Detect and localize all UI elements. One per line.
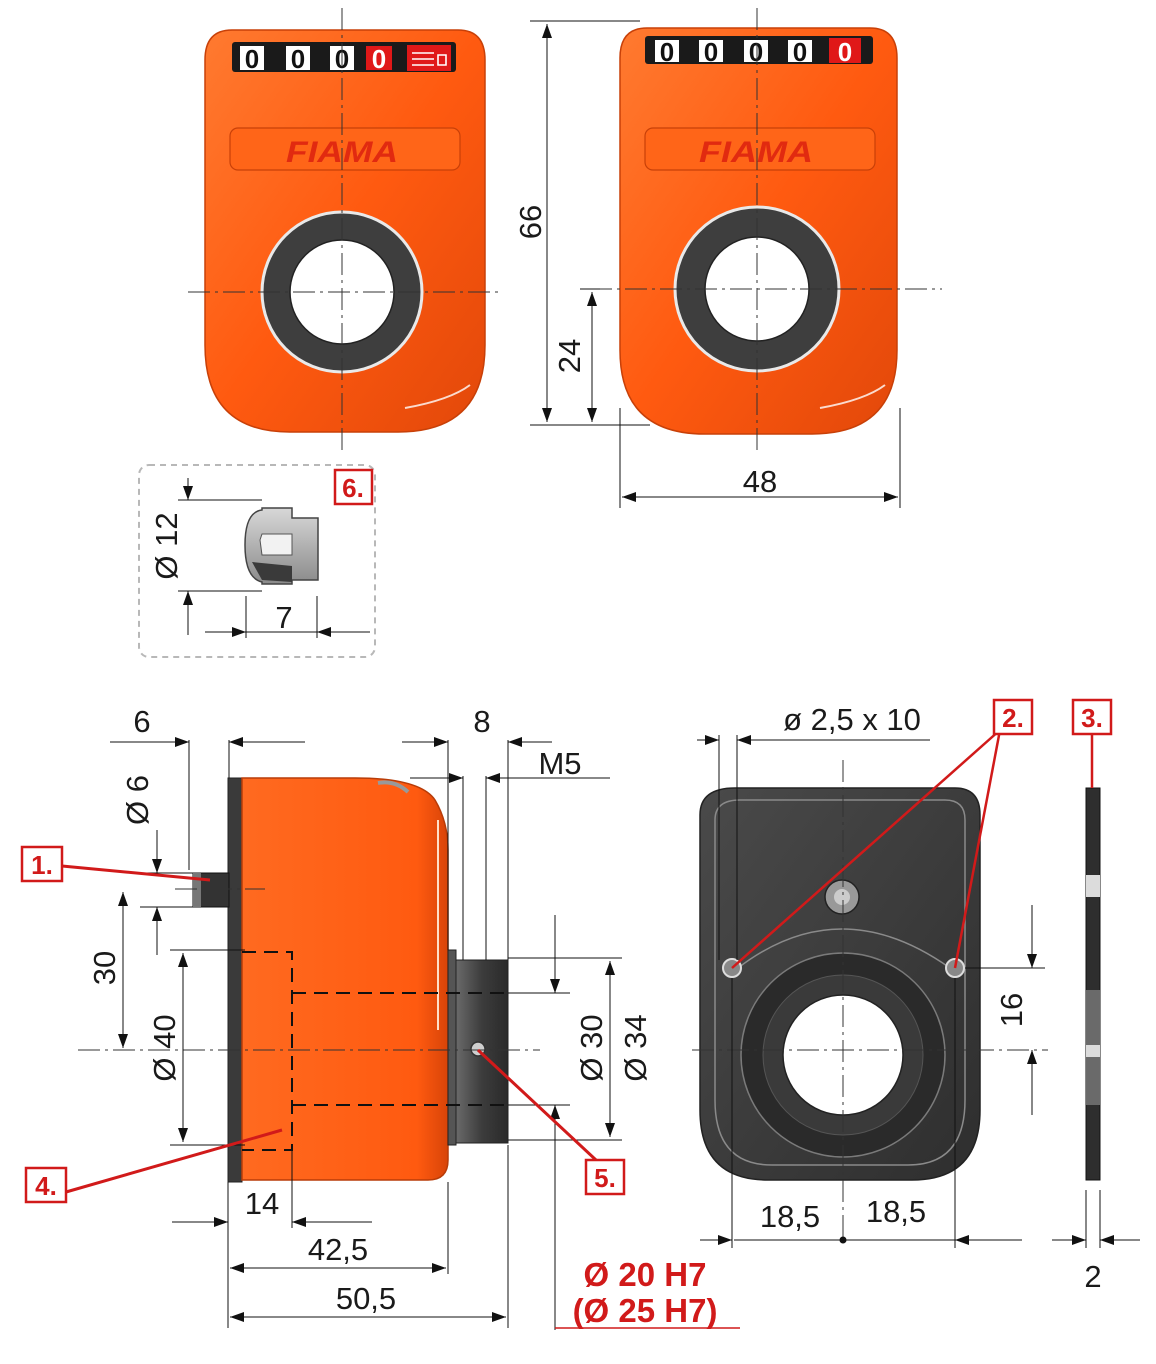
- front-view-left: 0 0 0 0 0 FIAMA: [204, 29, 486, 433]
- dim-7-label: 7: [275, 600, 292, 635]
- side-pin-tip: [193, 873, 201, 907]
- counter-digit: 0: [704, 37, 718, 67]
- callout-1-box: [20, 845, 64, 883]
- back-view: [699, 787, 981, 1181]
- side-callouts: 1. 4. 5.: [20, 845, 626, 1204]
- dim-18-5-left-label: 18,5: [760, 1199, 820, 1234]
- washer-side-view: [1085, 787, 1101, 1181]
- dim-14-label: 14: [245, 1186, 279, 1221]
- dim-dia6-label: Ø 6: [120, 775, 155, 825]
- front-right-label-recess: [644, 127, 876, 171]
- counter-digit: 0: [291, 44, 305, 74]
- knob-slot: [259, 533, 293, 556]
- counter-digit-cell: [286, 46, 310, 70]
- dim-6-label: 6: [133, 704, 150, 739]
- callout-2: 2.: [1002, 703, 1024, 733]
- dim-12-label: Ø 12: [149, 512, 184, 579]
- washer-segment: [1086, 1045, 1100, 1057]
- detail-6-box: [138, 464, 376, 658]
- callout-leader: [953, 729, 1002, 969]
- front-right-brand-logo: FIAMA: [699, 136, 813, 169]
- dim-dia34-label: Ø 34: [618, 1014, 653, 1081]
- callout-6: 6.: [342, 473, 364, 503]
- hidden-bore-outline: [242, 951, 293, 1151]
- counter-digit: 0: [660, 37, 674, 67]
- front-left-label-recess: [229, 127, 461, 171]
- side-orange-body: [241, 777, 449, 1181]
- callout-4-box: [24, 1166, 68, 1204]
- front-view-right: 0 0 0 0 0 FIAMA: [619, 27, 898, 435]
- counter-digit-cell: [699, 40, 723, 62]
- counter-digit: 0: [245, 44, 259, 74]
- dim-hole-label: ø 2,5 x 10: [783, 702, 921, 737]
- back-pin-center: [834, 889, 850, 905]
- counter-scale-lines: [412, 52, 447, 66]
- dim-48-label: 48: [743, 464, 777, 499]
- callout-leader: [476, 1048, 598, 1162]
- back-recess-arc: [737, 928, 951, 969]
- counter-digit-red: 0: [372, 44, 386, 74]
- counter-digit-cell: [655, 40, 679, 62]
- front-left-counter-digits: 0 0 0 0 0: [240, 44, 451, 74]
- counter-digit-red: 0: [838, 37, 852, 67]
- shaft-bore-label: Ø 20 H7: [584, 1256, 707, 1293]
- dim-66-label: 66: [513, 205, 548, 239]
- dim-24-label: 24: [552, 339, 587, 373]
- callout-1: 1.: [31, 850, 53, 880]
- dim-42-5-label: 42,5: [308, 1232, 368, 1267]
- dim-8-label: 8: [473, 704, 490, 739]
- counter-digit: 0: [793, 37, 807, 67]
- counter-digit: 0: [749, 37, 763, 67]
- dim-50-5-label: 50,5: [336, 1281, 396, 1316]
- front-right-highlight: [819, 384, 886, 409]
- dim-center-dot: [839, 1236, 847, 1244]
- back-dimensions: [697, 735, 1045, 1248]
- side-hub-flange: [447, 949, 457, 1146]
- callout-leader: [731, 729, 1001, 969]
- back-inner-outline: [714, 799, 966, 1166]
- back-center-lines: [692, 760, 1048, 1240]
- callout-5: 5.: [594, 1163, 616, 1193]
- washer-segment: [1086, 875, 1100, 897]
- front-center-lines: [188, 8, 942, 455]
- callout-6-box: [333, 468, 374, 506]
- callout-leader: [61, 864, 211, 882]
- counter-digit-red-cell: [829, 38, 861, 63]
- dim-dia40-label: Ø 40: [147, 1014, 182, 1081]
- front-dimensions: [530, 20, 901, 508]
- counter-digit-cell: [744, 40, 768, 62]
- side-center-lines: [78, 888, 540, 1051]
- washer-dimensions: [1052, 1190, 1140, 1248]
- callout-2-box: [992, 698, 1034, 736]
- callout-3: 3.: [1081, 703, 1103, 733]
- front-left-highlight: [404, 384, 471, 409]
- side-top-detail: [377, 780, 410, 794]
- dim-18-5-right-label: 18,5: [866, 1194, 926, 1229]
- counter-scale-icon: [407, 45, 451, 71]
- dim-dia30-label: Ø 30: [574, 1014, 609, 1081]
- dim-30-label: 30: [87, 951, 122, 985]
- callout-4: 4.: [35, 1171, 57, 1201]
- callout-5-box: [584, 1158, 626, 1196]
- dim-m5-label: M5: [538, 746, 581, 781]
- knob-shadow: [252, 562, 292, 582]
- side-dimensions: [110, 737, 740, 1330]
- counter-digit-red-cell: [366, 46, 392, 70]
- counter-digit-cell: [240, 46, 264, 70]
- side-back-plate: [227, 777, 243, 1183]
- callout-leader: [65, 1128, 283, 1194]
- counter-digit-cell: [788, 40, 812, 62]
- shaft-bore-alt-label: (Ø 25 H7): [573, 1292, 718, 1329]
- dim-16-label: 16: [994, 993, 1029, 1027]
- washer-body: [1085, 787, 1101, 1181]
- dim-2-label: 2: [1084, 1259, 1101, 1294]
- side-view: [192, 777, 509, 1183]
